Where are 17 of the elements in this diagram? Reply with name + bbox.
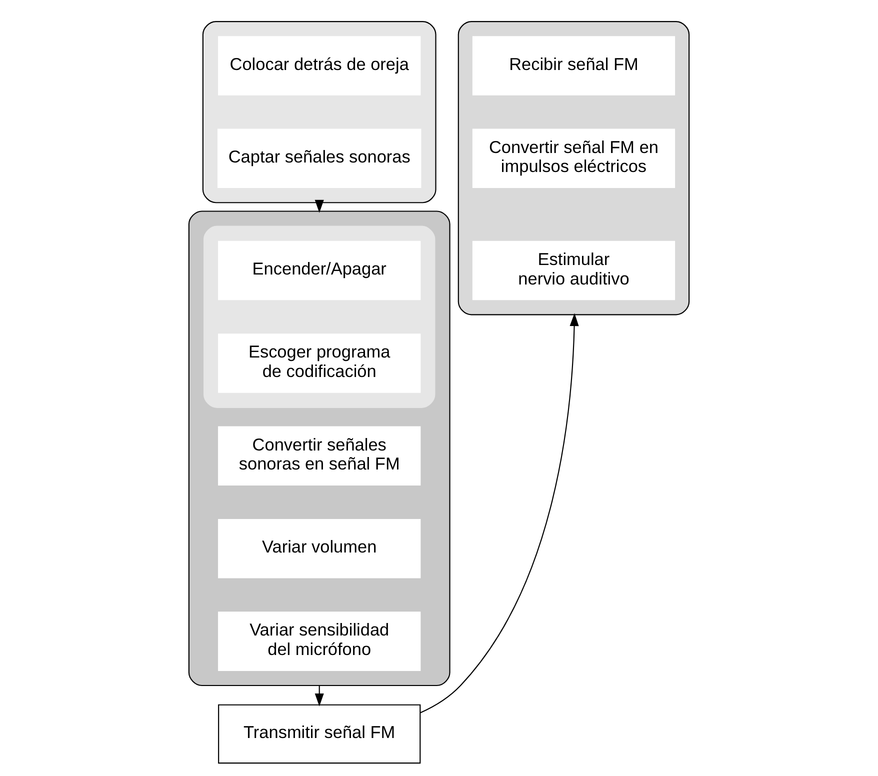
node-box: Convertir señales sonoras en señal FM xyxy=(218,426,421,486)
node-box: Transmitir señal FM xyxy=(218,704,421,764)
arrow xyxy=(420,313,579,714)
cluster xyxy=(188,210,450,686)
node-box: Colocar detrás de oreja xyxy=(218,36,421,96)
cluster xyxy=(202,20,436,204)
node-box: Convertir señal FM en impulsos eléctricos xyxy=(472,128,676,188)
node-box: Variar sensibilidad del micrófono xyxy=(218,612,421,671)
node-box: Variar volumen xyxy=(218,518,421,578)
node-box: Recibir señal FM xyxy=(472,36,676,96)
node-box: Encender/Apagar xyxy=(218,240,421,300)
node-box: Captar señales sonoras xyxy=(218,128,422,188)
arrow xyxy=(314,200,324,213)
node-box: Escoger programa de codificación xyxy=(218,334,421,393)
cluster xyxy=(203,226,436,408)
cluster xyxy=(458,20,690,316)
node-box: Estimular nervio auditivo xyxy=(472,240,676,300)
